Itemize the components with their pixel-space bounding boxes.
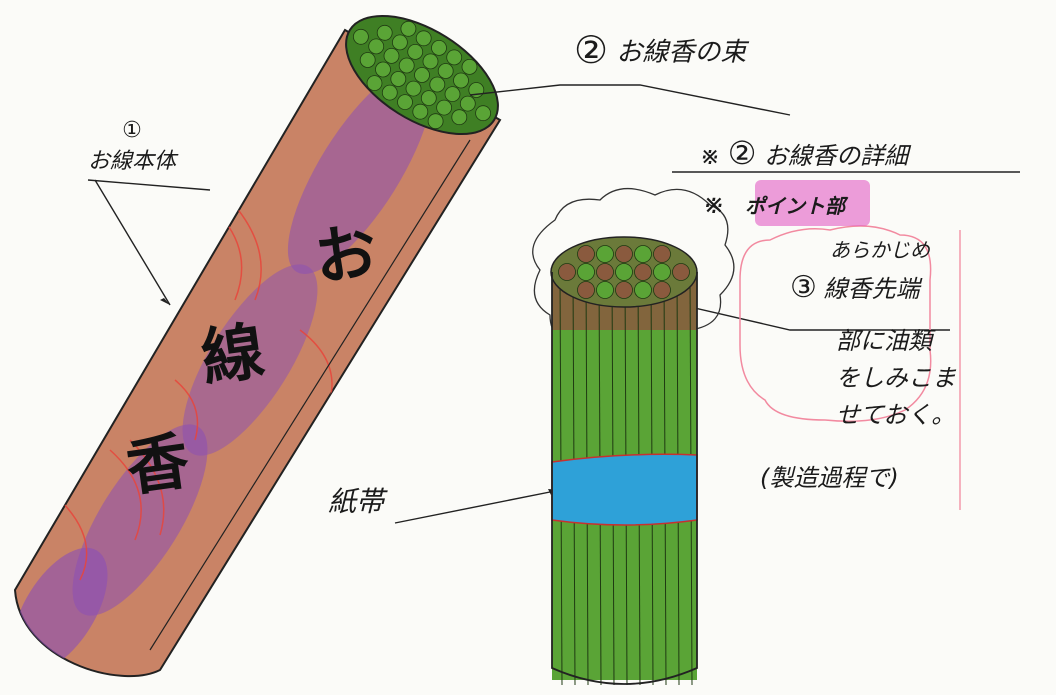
incense-head xyxy=(398,95,413,110)
note-block: あらかじめ ③ 線香先端 部に油類 をしみこま せておく。 xyxy=(790,232,956,434)
incense-head xyxy=(635,282,652,299)
leader-bundle xyxy=(470,85,790,115)
incense-head xyxy=(421,91,436,106)
note-line-2-number: ③ xyxy=(790,270,817,305)
incense-head xyxy=(384,48,399,63)
detail-heading-text: お線香の詳細 xyxy=(764,142,908,170)
incense-head xyxy=(360,53,375,68)
leader-paper-band xyxy=(395,490,560,523)
paper-band xyxy=(552,454,697,525)
detail-heading-mark: ※ xyxy=(700,142,720,170)
incense-head xyxy=(430,77,445,92)
incense-head xyxy=(559,264,576,281)
incense-head xyxy=(460,96,475,111)
incense-head xyxy=(399,58,414,73)
point-tag-mark: ※ xyxy=(703,190,725,220)
incense-head xyxy=(382,85,397,100)
incense-head xyxy=(437,100,452,115)
incense-head xyxy=(377,25,392,40)
incense-head xyxy=(408,44,423,59)
incense-head xyxy=(654,264,671,281)
incense-head xyxy=(654,246,671,263)
incense-head xyxy=(406,81,421,96)
note-line-2: ③ 線香先端 xyxy=(790,269,956,309)
point-tag-text: ポイント部 xyxy=(745,194,845,218)
incense-head xyxy=(616,246,633,263)
note-line-4: をしみこま xyxy=(790,360,956,397)
label-main-body: ① お線本体 xyxy=(88,118,176,175)
incense-head xyxy=(454,73,469,88)
tube-char-2: 線 xyxy=(197,314,269,395)
incense-head xyxy=(391,72,406,87)
incense-head xyxy=(597,282,614,299)
incense-head xyxy=(413,104,428,119)
incense-head xyxy=(578,264,595,281)
incense-head xyxy=(635,246,652,263)
incense-head xyxy=(654,282,671,299)
label-point-tag: ※ ポイント部 xyxy=(703,190,845,220)
note-line-3: 部に油類 xyxy=(790,323,956,360)
incense-tube: お 線 香 xyxy=(0,0,518,688)
incense-head xyxy=(476,106,491,121)
incense-head xyxy=(578,282,595,299)
tube-char-1: お xyxy=(310,214,382,295)
label-paper-band: 紙帯 xyxy=(328,480,384,520)
incense-head xyxy=(597,264,614,281)
label-bundle-text: お線香の束 xyxy=(616,38,746,68)
tube-char-3: 香 xyxy=(122,424,194,505)
incense-heads-bundle xyxy=(559,246,690,299)
leader-body-arrow xyxy=(95,180,170,305)
incense-head xyxy=(369,39,384,54)
incense-head xyxy=(673,264,690,281)
incense-head xyxy=(428,114,443,129)
note-line-2-text: 線香先端 xyxy=(824,275,920,303)
incense-head xyxy=(635,264,652,281)
incense-head xyxy=(445,87,460,102)
incense-head xyxy=(432,40,447,55)
incense-head xyxy=(416,31,431,46)
incense-head xyxy=(401,21,416,36)
label-detail-heading: ※ ② お線香の詳細 xyxy=(700,134,908,172)
incense-head xyxy=(597,246,614,263)
incense-head xyxy=(367,76,382,91)
note-line-1: あらかじめ xyxy=(790,232,956,269)
incense-head xyxy=(392,35,407,50)
label-main-body-text: お線本体 xyxy=(88,143,176,175)
incense-head xyxy=(616,282,633,299)
incense-head xyxy=(578,246,595,263)
incense-head xyxy=(438,64,453,79)
incense-head xyxy=(353,29,368,44)
label-main-body-number: ① xyxy=(88,118,176,143)
incense-head xyxy=(616,264,633,281)
detail-heading-number: ② xyxy=(728,134,757,172)
incense-head xyxy=(452,110,467,125)
incense-bundle xyxy=(551,237,697,685)
label-bundle: ② お線香の束 xyxy=(574,28,746,72)
label-bundle-number: ② xyxy=(574,28,608,72)
incense-head xyxy=(447,50,462,65)
incense-head xyxy=(462,59,477,74)
incense-head xyxy=(423,54,438,69)
note-process: (製造過程で) xyxy=(760,458,899,493)
incense-head xyxy=(415,68,430,83)
leader-body-underline xyxy=(88,180,210,190)
note-line-5: せておく。 xyxy=(790,397,956,434)
incense-head xyxy=(376,62,391,77)
